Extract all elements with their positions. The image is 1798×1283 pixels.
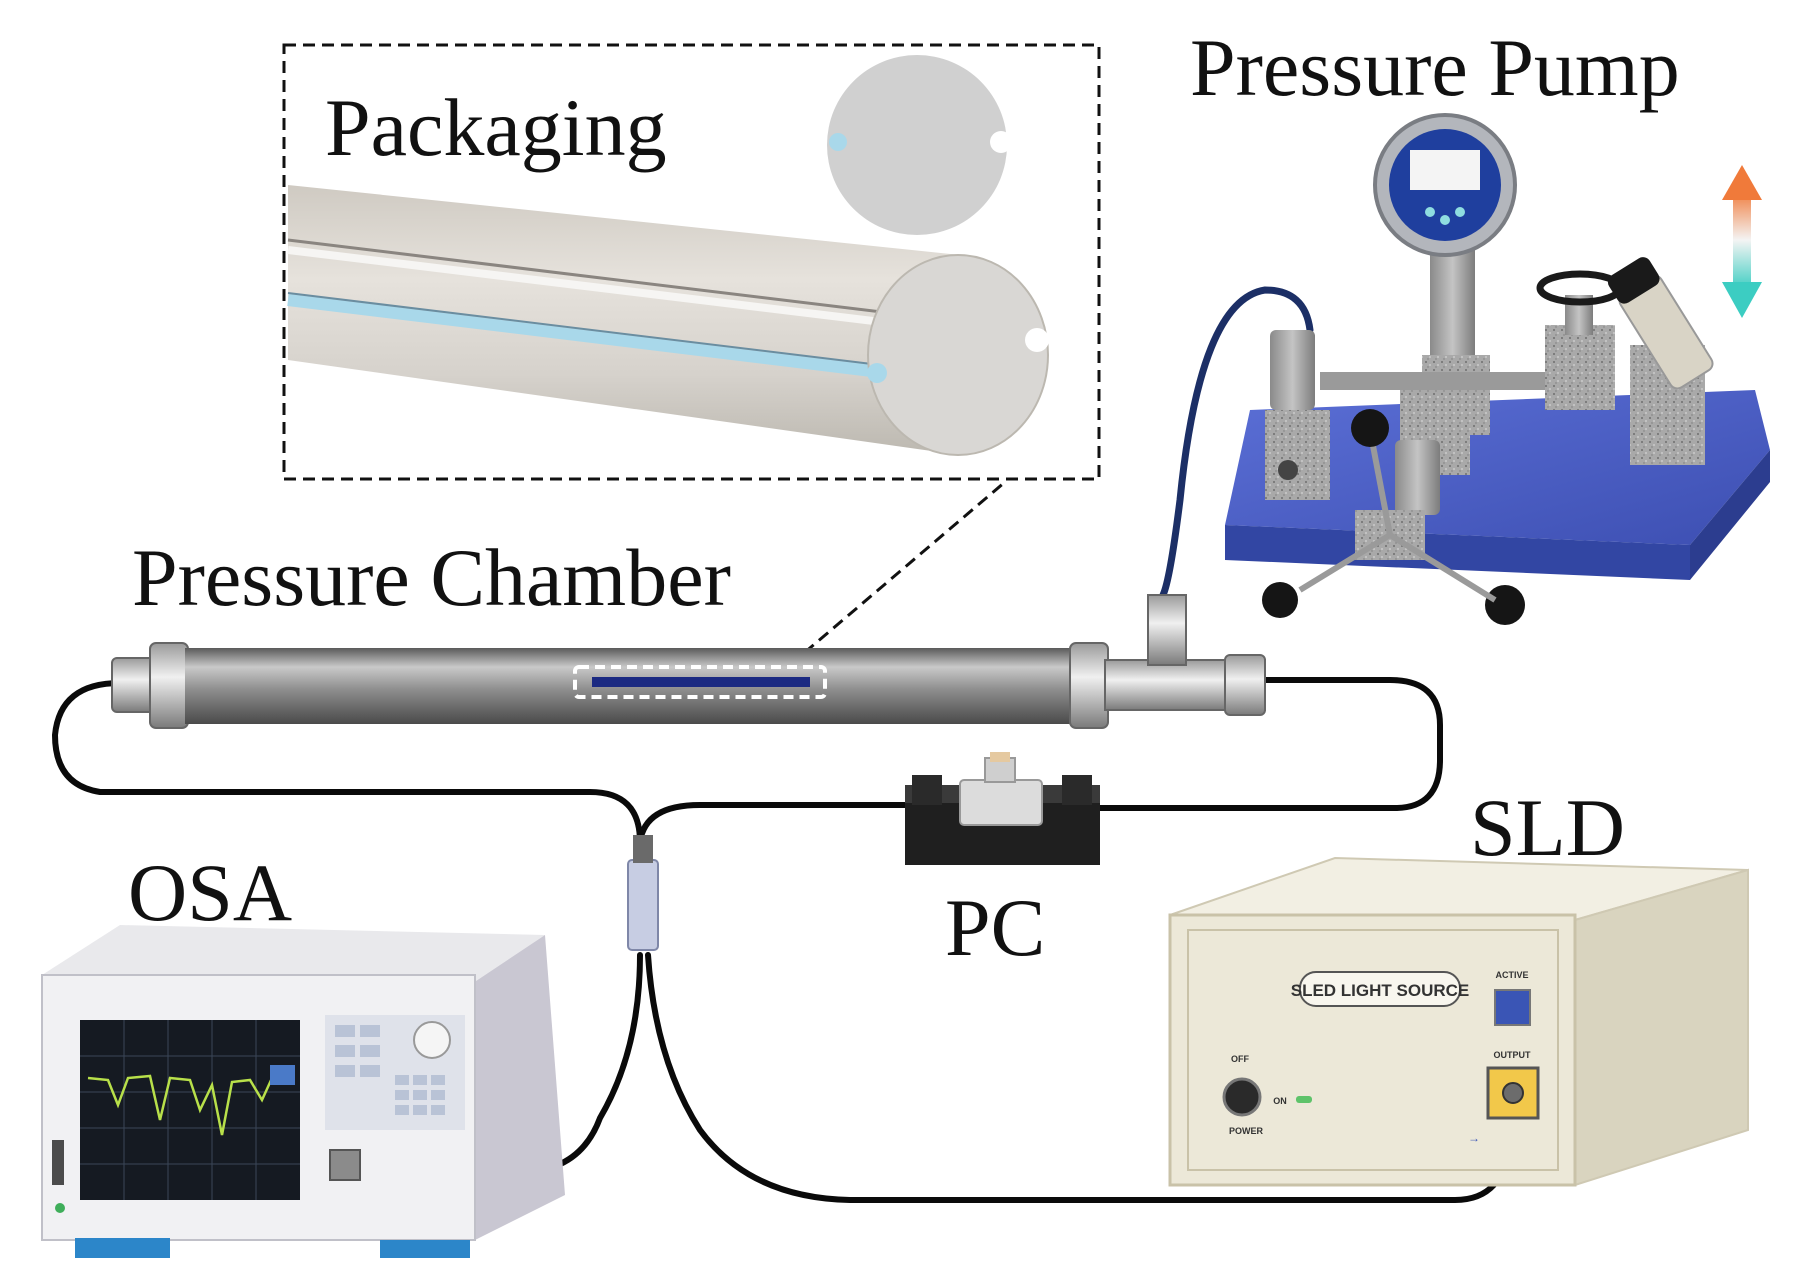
pressure-pump: Pressure Pump bbox=[1190, 22, 1770, 625]
gauge-button bbox=[1425, 207, 1435, 217]
osa-instrument: OSA bbox=[41, 847, 565, 1258]
core-hole bbox=[829, 133, 847, 151]
osa-side bbox=[470, 935, 565, 1240]
gauge-button bbox=[1455, 207, 1465, 217]
pc-paddle-body bbox=[959, 779, 1043, 826]
osa-label: OSA bbox=[128, 847, 292, 938]
osa-spectrum-trace bbox=[87, 1074, 293, 1136]
pump-hose bbox=[1159, 286, 1314, 599]
sensor-fiber bbox=[592, 677, 810, 687]
pump-right-block bbox=[1545, 325, 1615, 410]
fiber-coupler-to-sld bbox=[645, 952, 1518, 1203]
pump-left-fitting bbox=[1270, 330, 1315, 410]
sld-arrow-mark: → bbox=[1468, 1131, 1480, 1145]
gauge-stem bbox=[1430, 250, 1475, 360]
tee-riser bbox=[1147, 594, 1187, 666]
chamber-left-cap bbox=[149, 642, 189, 729]
fiber-cross-section bbox=[827, 55, 1007, 235]
sld-power-text: POWER bbox=[1229, 1126, 1264, 1136]
sld-front bbox=[1168, 913, 1577, 1187]
fiber-pc-to-chamber-right bbox=[1082, 677, 1443, 811]
osa-keys bbox=[335, 1025, 445, 1115]
pump-manifold bbox=[1320, 372, 1600, 390]
osa-screen bbox=[80, 1020, 300, 1200]
pc-label: PC bbox=[945, 882, 1045, 973]
pump-reservoir bbox=[1607, 257, 1714, 390]
sld-side bbox=[1574, 868, 1749, 1187]
gauge-button bbox=[1440, 215, 1450, 225]
fiber-coupler-to-pc bbox=[637, 802, 913, 845]
polarization-controller: PC bbox=[905, 752, 1100, 973]
sld-source: SLD SLED LIGHT SOURCE ACTIVE OUTPUT OFF … bbox=[1168, 782, 1749, 1187]
sld-key-switch bbox=[1222, 1077, 1262, 1117]
osa-foot bbox=[380, 1240, 470, 1258]
coupler-boot bbox=[633, 835, 653, 863]
zoom-connector bbox=[789, 480, 1006, 667]
osa-input-port bbox=[329, 1149, 361, 1181]
pump-screw-barrel bbox=[1395, 440, 1440, 515]
pressure-chamber-label: Pressure Chamber bbox=[132, 532, 731, 623]
pump-base-side bbox=[1690, 450, 1770, 580]
sld-output-text: OUTPUT bbox=[1494, 1050, 1532, 1060]
osa-top bbox=[42, 925, 545, 985]
packaging-label: Packaging bbox=[325, 82, 667, 173]
rod-core-end bbox=[867, 363, 887, 383]
pressure-chamber: Pressure Chamber bbox=[111, 532, 1266, 729]
pc-left-post bbox=[912, 775, 942, 805]
packaged-rod bbox=[288, 185, 960, 455]
pump-foot bbox=[1485, 585, 1525, 625]
pressure-pump-label: Pressure Pump bbox=[1190, 22, 1680, 113]
sld-name-plate-text: SLED LIGHT SOURCE bbox=[1291, 981, 1470, 1000]
fiber-chamber-left-loop bbox=[51, 680, 643, 845]
sld-active-text: ACTIVE bbox=[1495, 970, 1528, 980]
osa-grid bbox=[80, 1020, 300, 1200]
pump-handle-knob bbox=[1351, 409, 1389, 447]
tee-right-nut bbox=[1224, 654, 1266, 716]
sld-label: SLD bbox=[1470, 782, 1625, 873]
osa-usb-ports bbox=[52, 1140, 64, 1185]
pump-left-block bbox=[1265, 410, 1330, 500]
osa-foot bbox=[75, 1238, 170, 1258]
pressure-direction-arrow-icon bbox=[1722, 165, 1762, 318]
pump-foot bbox=[1262, 582, 1298, 618]
rod-end-face bbox=[867, 254, 1049, 456]
gauge-display bbox=[1410, 150, 1480, 190]
pc-right-post bbox=[1062, 775, 1092, 805]
pump-left-port bbox=[1278, 460, 1298, 480]
sld-output-connector bbox=[1502, 1082, 1524, 1104]
packaging-inset: Packaging bbox=[282, 43, 1101, 481]
channel-hole bbox=[990, 131, 1012, 153]
sld-on-text: ON bbox=[1273, 1096, 1287, 1106]
rod-channel-end bbox=[1025, 328, 1049, 352]
fiber-core-edge bbox=[287, 292, 881, 366]
sld-active-button bbox=[1494, 989, 1531, 1026]
sld-off-text: OFF bbox=[1231, 1054, 1249, 1064]
osa-screen-sidebar bbox=[270, 1065, 295, 1085]
pump-handle-cross bbox=[1298, 429, 1497, 603]
fiber-coupler bbox=[627, 835, 659, 951]
pump-base-front bbox=[1225, 525, 1690, 580]
sld-name-plate bbox=[1299, 971, 1461, 1007]
osa-dial bbox=[413, 1021, 451, 1059]
chamber-right-cap bbox=[1069, 642, 1109, 729]
fiber-core-line bbox=[287, 294, 881, 378]
sensor-window bbox=[573, 665, 827, 699]
pc-knob-cap bbox=[990, 752, 1010, 762]
osa-power-led bbox=[55, 1203, 65, 1213]
coupler-body bbox=[627, 859, 659, 951]
fiber-cables bbox=[51, 286, 1518, 1203]
sld-front-panel bbox=[1187, 929, 1559, 1171]
sld-status-led bbox=[1296, 1096, 1312, 1103]
